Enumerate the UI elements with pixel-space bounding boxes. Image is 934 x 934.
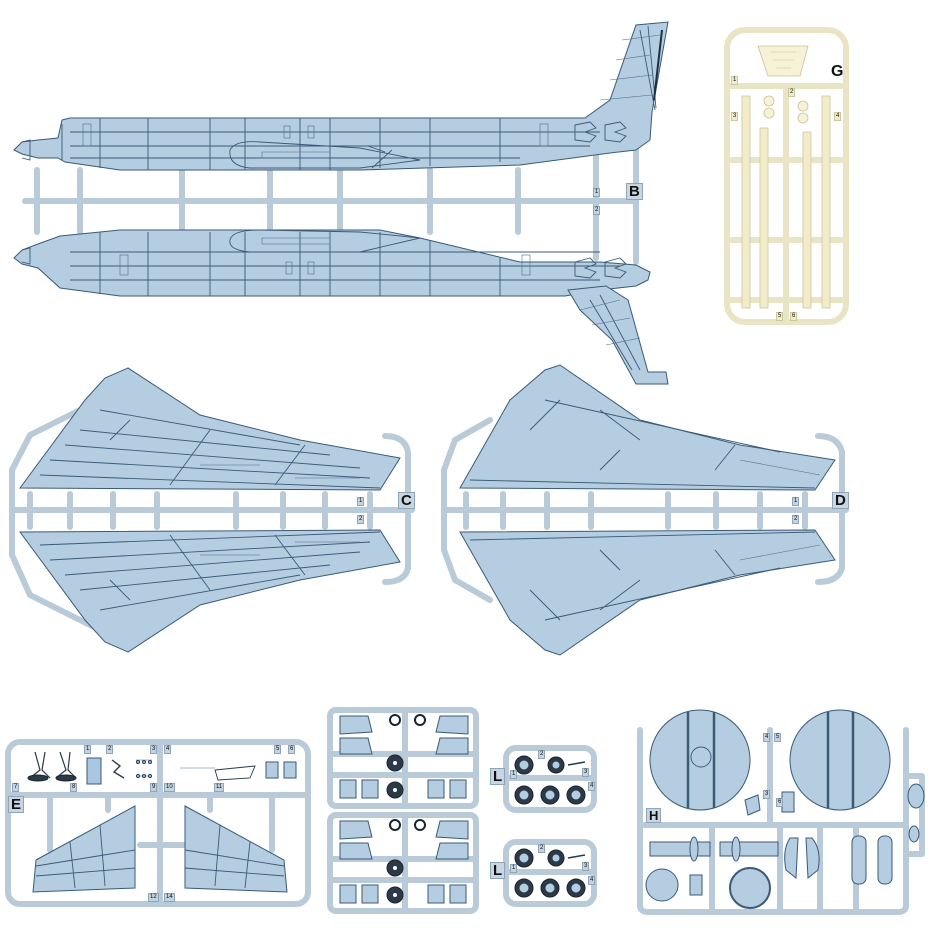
part-number-g1: 1 — [731, 76, 739, 85]
sprue-d-gates — [463, 491, 808, 530]
part-number-l2-top: 2 — [538, 750, 546, 759]
part-number-l1-bottom: 1 — [510, 864, 518, 873]
part-number-d1: 1 — [792, 497, 800, 506]
part-number-g5: 5 — [776, 312, 784, 321]
sprue-b — [13, 21, 669, 385]
part-number-e5: 5 — [274, 745, 282, 754]
part-number-e10: 10 — [164, 783, 175, 792]
part-number-b1: 1 — [593, 188, 601, 197]
sprue-c-gates — [27, 491, 373, 530]
part-number-e8: 8 — [70, 783, 78, 792]
sprue-l-bottom — [503, 839, 597, 907]
part-number-l4-bottom: 4 — [588, 876, 596, 885]
sprue-label-e: E — [8, 796, 25, 813]
sprue-label-l-top: L — [490, 768, 506, 785]
sprue-d — [441, 364, 849, 656]
part-number-h5: 5 — [774, 733, 782, 742]
sprue-h — [637, 709, 925, 915]
part-number-c2: 2 — [357, 515, 365, 524]
part-number-d2: 2 — [792, 515, 800, 524]
sprue-label-g: G — [831, 63, 844, 80]
part-number-h6: 6 — [776, 798, 784, 807]
sprue-e — [5, 739, 311, 907]
part-number-c1: 1 — [357, 497, 365, 506]
horizontal-stabilizer-right — [184, 805, 288, 893]
part-number-h4: 4 — [763, 733, 771, 742]
part-number-e12: 12 — [148, 893, 159, 902]
sprue-label-l-bottom: L — [490, 862, 506, 879]
part-number-b2: 2 — [593, 206, 601, 215]
horizontal-stabilizer-left — [32, 805, 136, 893]
part-number-g6: 6 — [790, 312, 798, 321]
part-number-e6: 6 — [288, 745, 296, 754]
sprue-label-h: H — [646, 808, 662, 823]
sprue-label-d: D — [832, 492, 849, 509]
wing-upper-left — [19, 367, 401, 491]
wing-upper-right — [459, 364, 836, 491]
sprue-l-top — [503, 745, 597, 813]
fuselage-right-half — [13, 229, 651, 297]
part-number-l4-top: 4 — [588, 782, 596, 791]
part-number-e7: 7 — [12, 783, 20, 792]
sprue-c — [9, 367, 415, 653]
part-number-l2-bottom: 2 — [538, 844, 546, 853]
sprue-landing-gear-bottom — [327, 812, 479, 914]
part-number-l3-top: 3 — [582, 768, 590, 777]
disk-part-right — [789, 709, 891, 811]
part-number-e3: 3 — [150, 745, 158, 754]
part-number-l3-bottom: 3 — [582, 862, 590, 871]
part-number-g3: 3 — [731, 112, 739, 121]
sprue-landing-gear-top — [327, 707, 479, 809]
part-number-e4: 4 — [164, 745, 172, 754]
fuselage-left-half — [13, 21, 669, 171]
wing-lower-right — [459, 529, 836, 656]
window-strip — [759, 127, 769, 309]
part-number-e2: 2 — [106, 745, 114, 754]
part-number-e9: 9 — [150, 783, 158, 792]
sprue-e-small-parts — [27, 751, 297, 785]
window-strip — [821, 95, 831, 309]
part-number-e11: 11 — [214, 783, 225, 792]
part-number-l1-top: 1 — [510, 770, 518, 779]
part-number-g2: 2 — [788, 88, 796, 97]
sprue-g — [724, 27, 849, 325]
wing-lower-left — [19, 529, 401, 653]
part-number-e1: 1 — [84, 745, 92, 754]
part-number-g4: 4 — [834, 112, 842, 121]
canopy-part — [757, 45, 809, 77]
part-number-e14: 14 — [164, 893, 175, 902]
part-number-h3: 3 — [763, 790, 771, 799]
sprue-b-gates — [34, 137, 639, 265]
vertical-fin-lower — [567, 285, 669, 385]
window-strip — [741, 95, 751, 309]
window-strip — [802, 131, 812, 309]
disk-part-left — [649, 709, 751, 811]
sprue-label-c: C — [398, 492, 415, 509]
sprue-label-b: B — [626, 183, 643, 200]
